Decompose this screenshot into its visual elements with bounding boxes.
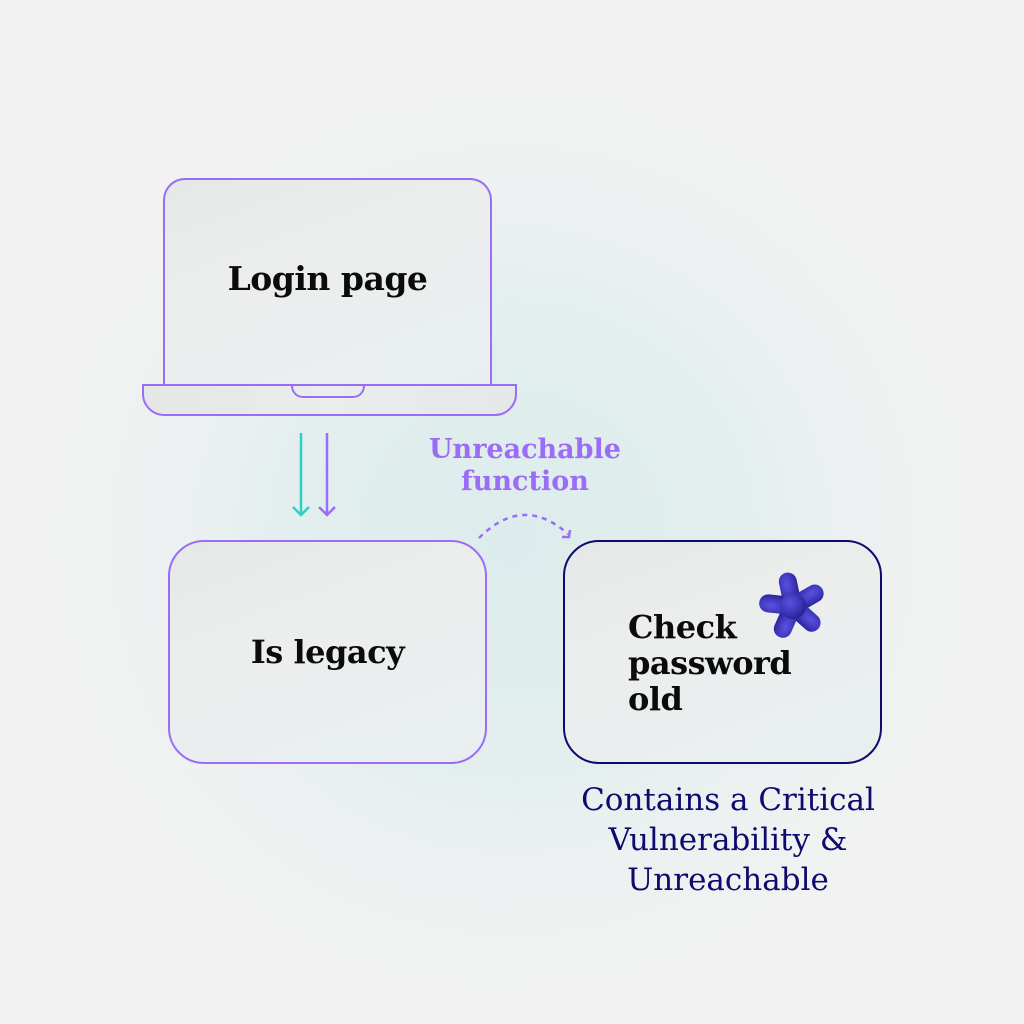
purple-arrow: [318, 433, 336, 517]
check-password-old-node: Check password old: [563, 540, 882, 764]
teal-arrow: [292, 433, 310, 517]
annotation-line: Unreachable: [627, 862, 829, 898]
edge-label-line: Unreachable: [429, 434, 621, 465]
vulnerability-annotation: Contains a Critical Vulnerability & Unre…: [548, 780, 908, 900]
check-password-old-label: Check password old: [628, 608, 792, 718]
annotation-line: Vulnerability &: [608, 822, 848, 858]
annotation-line: Contains a Critical: [581, 782, 875, 818]
node-label-line: Check: [628, 608, 737, 646]
node-label-line: old: [628, 680, 683, 718]
edge-label-line: function: [461, 466, 589, 497]
unreachable-function-label: Unreachable function: [410, 434, 640, 498]
is-legacy-node: Is legacy: [168, 540, 487, 764]
is-legacy-label: Is legacy: [250, 633, 405, 671]
laptop-base: [142, 384, 517, 416]
dashed-arc-arrow: [478, 513, 572, 539]
login-page-label: Login page: [227, 258, 428, 298]
node-label-line: password: [628, 644, 792, 682]
login-page-node: Login page: [163, 178, 492, 386]
